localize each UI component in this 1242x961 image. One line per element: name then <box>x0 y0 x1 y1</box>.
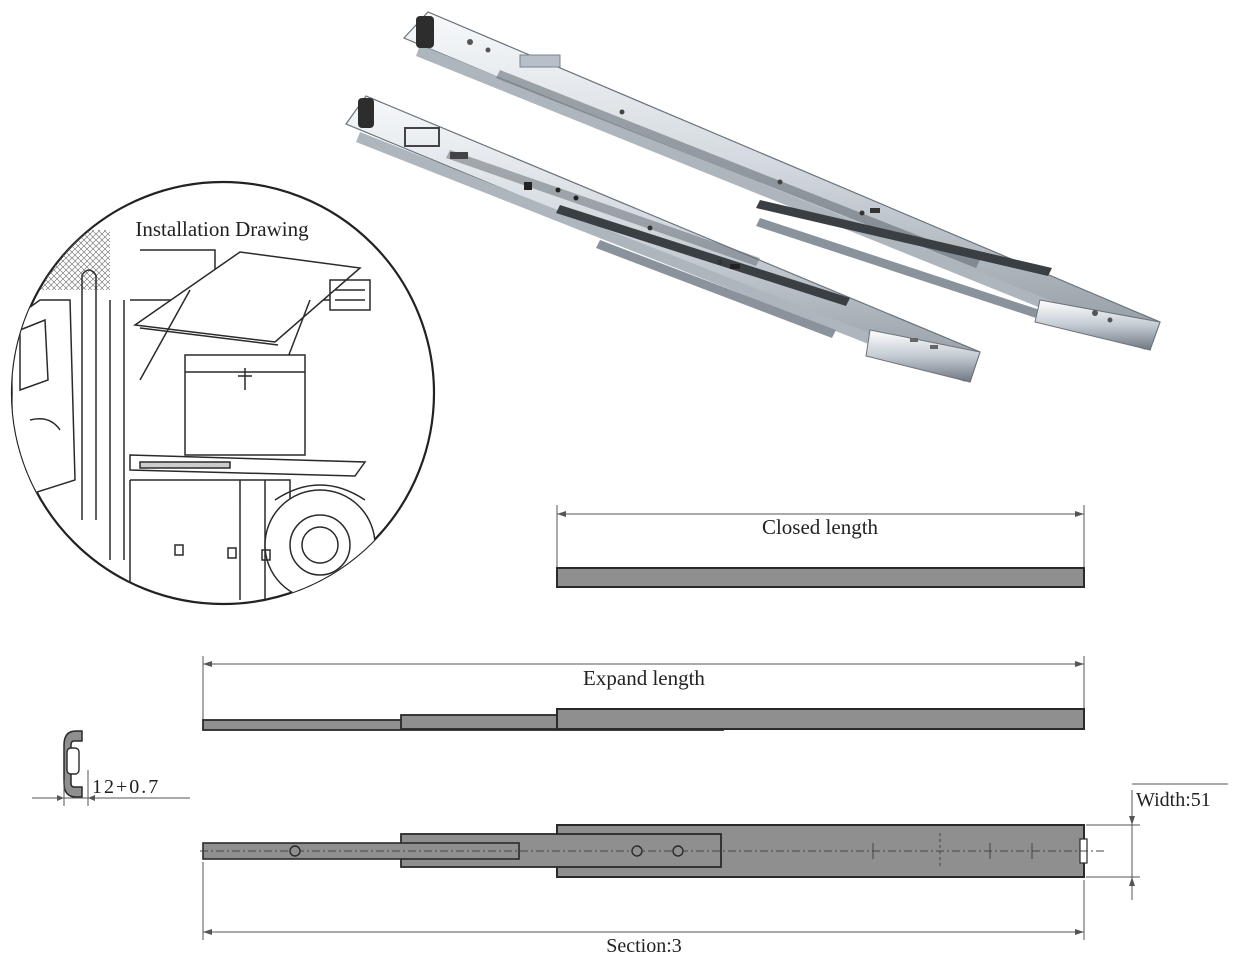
slide-lever-icon <box>416 16 434 48</box>
closed-length-label: Closed length <box>762 515 879 539</box>
slide-upper <box>402 11 1161 351</box>
expand-length-diagram: Expand length <box>202 656 1085 731</box>
width-label: Width:51 <box>1136 789 1211 811</box>
section-label: Section:3 <box>606 935 682 956</box>
profile-thickness-label: 12+0.7 <box>92 776 160 798</box>
expand-rail-outer <box>556 708 1085 730</box>
installation-title: Installation Drawing <box>135 217 309 241</box>
closed-length-diagram: Closed length <box>556 505 1085 588</box>
closed-rail <box>556 567 1085 588</box>
slide-lower <box>345 95 981 383</box>
section-diagram: Width:51 Section:3 <box>200 783 1228 957</box>
installation-drawing: Installation Drawing <box>10 180 436 606</box>
profile-cross-section: 12+0.7 <box>32 730 190 806</box>
expand-length-label: Expand length <box>583 666 705 690</box>
slide-lever-icon-lower <box>358 98 374 128</box>
drawer-slide-photo <box>345 11 1161 383</box>
